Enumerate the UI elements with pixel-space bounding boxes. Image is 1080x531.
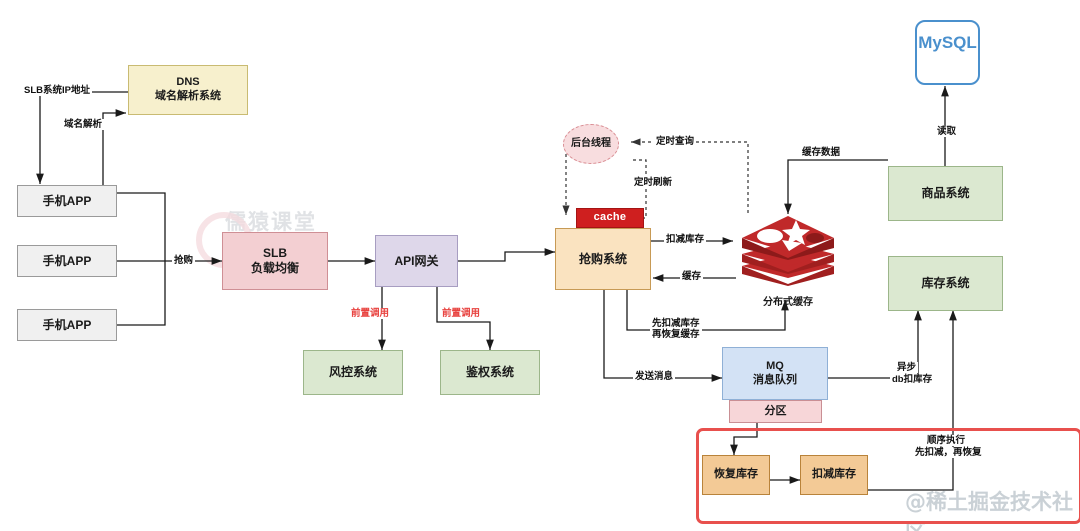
node-mobile-app-1[interactable]: 手机APP [17, 185, 117, 217]
node-background-thread[interactable]: 后台线程 [563, 124, 619, 164]
node-inventory-system[interactable]: 库存系统 [888, 256, 1003, 311]
node-auth-system[interactable]: 鉴权系统 [440, 350, 540, 395]
redis-icon [736, 214, 840, 286]
node-mysql[interactable]: MySQL [915, 20, 980, 85]
node-seckill-system[interactable]: 抢购系统 [555, 228, 651, 290]
node-cache[interactable]: cache [576, 208, 644, 228]
edge-label-send-message: 发送消息 [633, 371, 676, 383]
edge-label-ordered-1: 顺序执行 [925, 435, 968, 447]
node-api-gateway-label: API网关 [394, 253, 439, 268]
node-inventory-system-label: 库存系统 [921, 276, 970, 290]
node-dns-line1: DNS [176, 76, 200, 89]
edge-label-pre-call-2: 前置调用 [440, 308, 483, 320]
edge-label-ordered-2: 先扣减，再恢复 [913, 447, 984, 459]
node-risk-control-system[interactable]: 风控系统 [303, 350, 403, 395]
node-dns-line2: 域名解析系统 [155, 90, 221, 102]
node-mysql-label: MySQL [918, 33, 977, 52]
edge-label-timed-refresh: 定时刷新 [632, 177, 675, 189]
edge-label-buy: 抢购 [172, 255, 196, 267]
node-mobile-app-3[interactable]: 手机APP [17, 309, 117, 341]
edge-label-async-2: db扣库存 [890, 374, 935, 386]
node-restore-stock[interactable]: 恢复库存 [702, 455, 770, 495]
node-mobile-app-2-label: 手机APP [42, 253, 92, 268]
node-slb-line1: SLB [263, 246, 287, 260]
node-risk-control-system-label: 风控系统 [328, 365, 377, 379]
node-partition[interactable]: 分区 [729, 400, 822, 423]
edge-label-dns-resolve: 域名解析 [62, 119, 105, 131]
node-mobile-app-2[interactable]: 手机APP [17, 245, 117, 277]
node-dns[interactable]: DNS 域名解析系统 [128, 65, 248, 115]
node-background-thread-label: 后台线程 [571, 137, 611, 149]
node-mobile-app-1-label: 手机APP [42, 193, 92, 208]
node-mq-line1: MQ [766, 359, 784, 372]
node-seckill-system-label: 抢购系统 [578, 251, 627, 266]
edge-label-deduct-then-restore-1: 先扣减库存 [650, 318, 702, 330]
node-mobile-app-3-label: 手机APP [42, 317, 92, 332]
node-mq-line2: 消息队列 [753, 373, 797, 386]
node-deduct-stock[interactable]: 扣减库存 [800, 455, 868, 495]
node-mq[interactable]: MQ 消息队列 [722, 347, 828, 400]
edge-label-async-1: 异步 [895, 362, 919, 374]
edge-label-pre-call-1: 前置调用 [349, 308, 392, 320]
node-partition-label: 分区 [764, 404, 787, 417]
edge-label-timed-query: 定时查询 [654, 136, 697, 148]
edge-label-cache-data: 缓存数据 [800, 147, 843, 159]
edge-label-deduct-then-restore-2: 再恢复缓存 [650, 329, 702, 341]
node-cache-label: cache [593, 211, 627, 224]
node-api-gateway[interactable]: API网关 [375, 235, 458, 287]
edge-label-cache-read: 缓存 [680, 271, 704, 283]
node-restore-stock-label: 恢复库存 [714, 468, 758, 481]
node-slb[interactable]: SLB 负载均衡 [222, 232, 328, 290]
edge-label-slb-ip: SLB系统IP地址 [22, 85, 92, 97]
edge-label-read: 读取 [935, 126, 959, 138]
node-product-system[interactable]: 商品系统 [888, 166, 1003, 221]
node-product-system-label: 商品系统 [921, 186, 970, 200]
edge-label-deduct-stock: 扣减库存 [664, 234, 707, 246]
node-slb-line2: 负载均衡 [250, 261, 299, 275]
node-deduct-stock-label: 扣减库存 [812, 468, 856, 481]
node-distributed-cache-label: 分布式缓存 [763, 297, 813, 308]
node-auth-system-label: 鉴权系统 [465, 365, 514, 379]
